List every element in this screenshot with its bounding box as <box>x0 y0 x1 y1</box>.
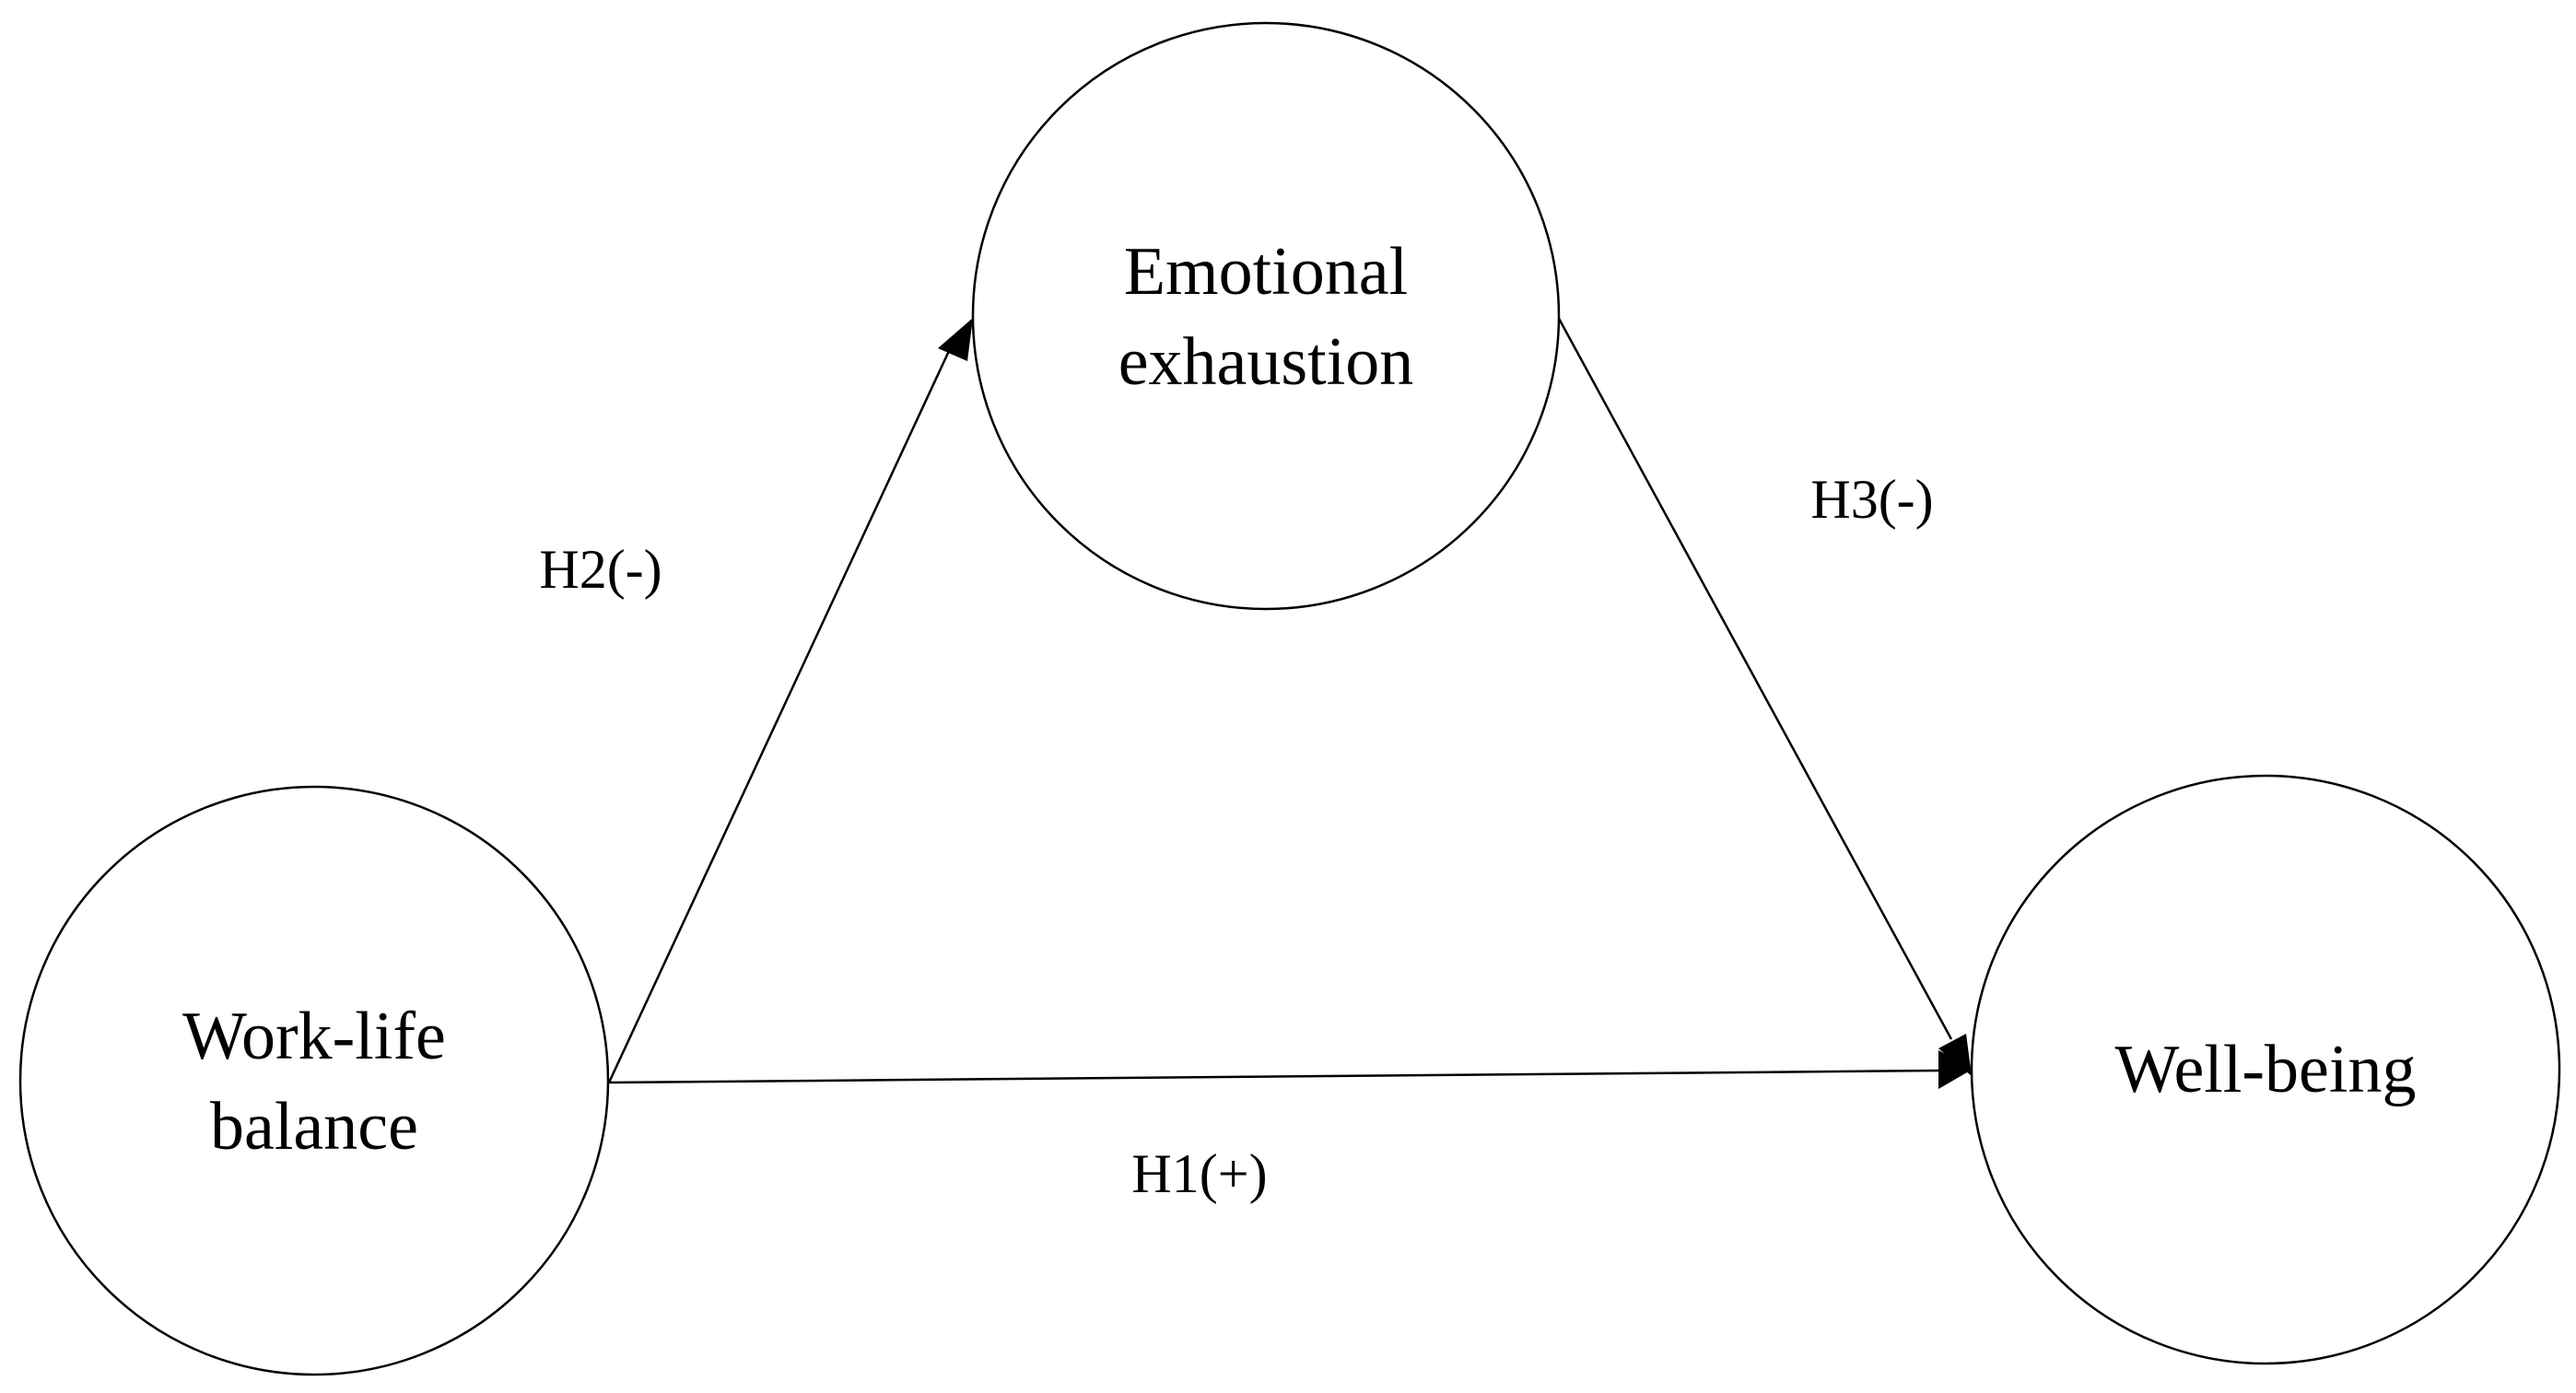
edge-h3-line <box>1555 314 1953 1040</box>
node-emotional-exhaustion-label-line1: Emotional <box>1124 234 1408 310</box>
edge-h1-arrowhead <box>1938 1050 1973 1089</box>
edge-h2 <box>607 318 973 1083</box>
node-work-life-balance: Work-life balance <box>18 785 610 1376</box>
node-work-life-balance-circle <box>18 785 610 1376</box>
edge-h1-label: H1(+) <box>1131 1143 1267 1204</box>
edge-h1-line <box>608 1069 1943 1084</box>
node-emotional-exhaustion-label-line2: exhaustion <box>1118 324 1414 400</box>
node-work-life-balance-label-line1: Work-life <box>182 999 446 1074</box>
node-emotional-exhaustion: Emotional exhaustion <box>971 21 1561 611</box>
edge-h2-arrowhead <box>938 318 973 361</box>
edge-h1 <box>608 1050 1973 1089</box>
node-well-being-label: Well-being <box>2115 1032 2417 1107</box>
node-work-life-balance-label-line2: balance <box>210 1089 418 1165</box>
edge-h3-label: H3(-) <box>1810 469 1933 530</box>
edge-h2-line <box>607 338 956 1083</box>
node-emotional-exhaustion-circle <box>971 21 1561 611</box>
edge-h2-label: H2(-) <box>539 539 662 600</box>
node-well-being: Well-being <box>1970 774 2561 1365</box>
node-well-being-circle <box>1970 774 2561 1365</box>
edge-h3 <box>1555 314 1972 1076</box>
